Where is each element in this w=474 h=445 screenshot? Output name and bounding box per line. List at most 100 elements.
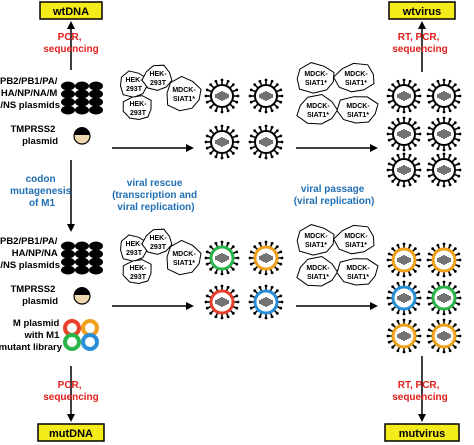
plasmid-icon bbox=[61, 105, 75, 115]
mdck-cells-top: MDCK-SIAT1*MDCK-SIAT1*MDCK-SIAT1*MDCK-SI… bbox=[296, 62, 379, 125]
plasmid-stack-top bbox=[61, 81, 103, 115]
cell-label: SIAT1* bbox=[307, 112, 329, 119]
mutvirus-label: mutvirus bbox=[399, 428, 445, 440]
top-plasmids-label: PB2/PB1/PA/ HA/NP/NA/M /NS plasmids bbox=[0, 76, 60, 111]
plasmid-icon bbox=[75, 265, 89, 275]
cell-shape bbox=[119, 234, 148, 262]
cell-label: MDCK- bbox=[172, 87, 196, 94]
plasmid-icon bbox=[89, 89, 103, 99]
plasmid-icon bbox=[89, 249, 103, 259]
cell-label: SIAT1* bbox=[347, 112, 369, 119]
cell-label: MDCK- bbox=[344, 71, 368, 78]
cell-shape bbox=[296, 62, 335, 94]
plasmid-icon bbox=[89, 105, 103, 115]
virion-icon bbox=[426, 78, 462, 114]
cell-label: HEK- bbox=[149, 235, 167, 242]
cell-label: 293T bbox=[126, 250, 143, 257]
plasmid-icon bbox=[75, 257, 89, 267]
cell-shape bbox=[336, 258, 379, 286]
virion-icon bbox=[386, 318, 422, 354]
plasmid-icon bbox=[75, 81, 89, 91]
plasmid-icon bbox=[75, 89, 89, 99]
plasmid-icon bbox=[89, 97, 103, 107]
pcr-sequencing-bottom-label: PCR, sequencing bbox=[43, 380, 99, 403]
cell-label: MDCK- bbox=[304, 71, 328, 78]
virion-icon bbox=[386, 78, 422, 114]
m1-mutant-plasmid-icon bbox=[63, 333, 81, 351]
m-plasmid-label: M plasmid with M1 mutant library bbox=[0, 318, 63, 353]
wtdna-box: wtDNA bbox=[39, 1, 103, 20]
plasmid-icon bbox=[61, 241, 75, 251]
cell-label: 293T bbox=[150, 80, 167, 87]
cell-label: MDCK- bbox=[346, 265, 370, 272]
virion-icon bbox=[386, 152, 422, 188]
cell-label: SIAT1* bbox=[345, 242, 367, 249]
virion-icon bbox=[426, 242, 462, 278]
cell-shape bbox=[122, 95, 152, 121]
rt-pcr-sequencing-top-label: RT, PCR, sequencing bbox=[392, 32, 448, 55]
m1-mutant-plasmid-icon bbox=[81, 333, 99, 351]
virion-icon bbox=[204, 78, 240, 114]
virion-icon bbox=[248, 78, 284, 114]
wtdna-label: wtDNA bbox=[52, 6, 89, 18]
cell-label: SIAT1* bbox=[347, 274, 369, 281]
top-tmprss2-label: TMPRSS2 plasmid bbox=[10, 124, 58, 147]
rt-pcr-sequencing-bottom-label: RT, PCR, sequencing bbox=[392, 380, 448, 403]
plasmid-icon bbox=[89, 241, 103, 251]
wtvirus-box: wtvirus bbox=[388, 1, 456, 20]
plasmid-icon bbox=[61, 249, 75, 259]
viral-passage-label: viral passage (viral replication) bbox=[294, 184, 375, 207]
cell-label: HEK- bbox=[149, 71, 167, 78]
cell-label: SIAT1* bbox=[173, 260, 195, 267]
cell-label: SIAT1* bbox=[305, 80, 327, 87]
virion-icon bbox=[426, 280, 462, 316]
plasmid-icon bbox=[61, 97, 75, 107]
cell-shape bbox=[296, 255, 339, 287]
cell-label: SIAT1* bbox=[305, 242, 327, 249]
m1-mutant-plasmid-icon bbox=[81, 319, 99, 337]
cell-label: 293T bbox=[150, 244, 167, 251]
virion-icon bbox=[248, 124, 284, 160]
virion-icon bbox=[204, 284, 240, 320]
cell-label: 293T bbox=[130, 110, 147, 117]
cell-label: 293T bbox=[126, 86, 143, 93]
cell-label: HEK- bbox=[129, 101, 147, 108]
cell-shape bbox=[296, 224, 335, 256]
cell-shape bbox=[141, 228, 173, 255]
viral-rescue-label: viral rescue (transcription and viral re… bbox=[112, 178, 200, 213]
plasmid-icon bbox=[61, 89, 75, 99]
plasmid-icon bbox=[61, 257, 75, 267]
cell-shape bbox=[119, 70, 148, 98]
plasmid-icon bbox=[75, 249, 89, 259]
virion-icon bbox=[386, 116, 422, 152]
virion-icon bbox=[426, 318, 462, 354]
virion-icon bbox=[204, 124, 240, 160]
codon-mutagenesis-label: codon mutagenesis of M1 bbox=[10, 174, 74, 209]
virion-particles bbox=[204, 78, 462, 354]
cell-label: MDCK- bbox=[346, 103, 370, 110]
cell-shape bbox=[166, 75, 202, 112]
virion-icon bbox=[386, 242, 422, 278]
cell-label: HEK- bbox=[125, 241, 143, 248]
bottom-plasmids-label: PB2/PB1/PA/ HA/NP/NA /NS plasmids bbox=[0, 236, 60, 271]
bottom-tmprss2-label: TMPRSS2 plasmid bbox=[10, 284, 58, 307]
cell-shape bbox=[141, 64, 173, 91]
cell-shape bbox=[296, 93, 339, 125]
cell-shape bbox=[332, 224, 375, 255]
cell-label: MDCK- bbox=[306, 265, 330, 272]
plasmid-icon bbox=[61, 265, 75, 275]
cell-label: SIAT1* bbox=[173, 96, 195, 103]
plasmid-icon bbox=[89, 265, 103, 275]
virion-icon bbox=[204, 240, 240, 276]
mutvirus-box: mutvirus bbox=[384, 423, 460, 442]
m1-mutant-plasmid-icon bbox=[63, 319, 81, 337]
mdck-cells-bottom: MDCK-SIAT1*MDCK-SIAT1*MDCK-SIAT1*MDCK-SI… bbox=[296, 224, 379, 287]
virion-icon bbox=[426, 116, 462, 152]
tmprss2-plasmid-cap bbox=[74, 287, 90, 295]
virion-icon bbox=[386, 280, 422, 316]
cell-label: MDCK- bbox=[304, 233, 328, 240]
cell-shape bbox=[122, 259, 152, 285]
pcr-sequencing-top-label: PCR, sequencing bbox=[43, 32, 99, 55]
